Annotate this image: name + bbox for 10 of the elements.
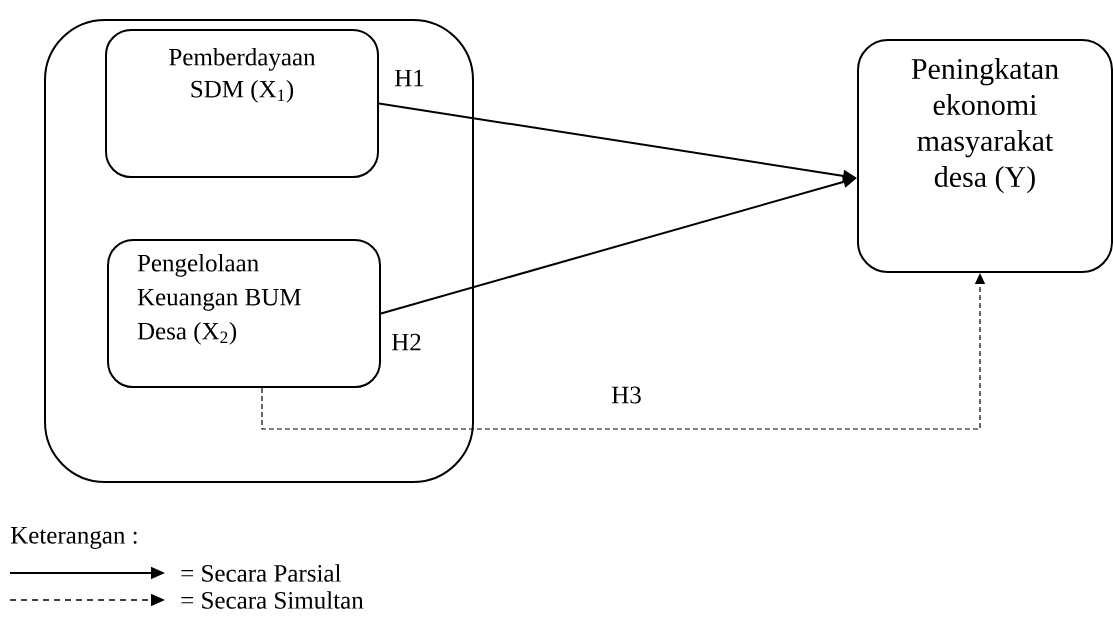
variable-box: Pemberdayaan SDM (X$_{1}$) (105, 29, 379, 178)
edge-label: H2 (390, 332, 423, 352)
edge-label: H1 (393, 68, 426, 88)
legend-text: = Secara Parsial (181, 564, 341, 582)
outcome-box: Peningkatan ekonomi masyarakat desa (Y) (857, 39, 1113, 273)
legend-title: Keterangan : (10, 527, 137, 549)
variable-box: Pengelolaan Keuangan BUM Desa (X$_{2}$) (107, 239, 381, 388)
group-box (44, 19, 474, 483)
legend-text: = Secara Simultan (181, 591, 364, 609)
edge-label: H3 (610, 385, 643, 405)
